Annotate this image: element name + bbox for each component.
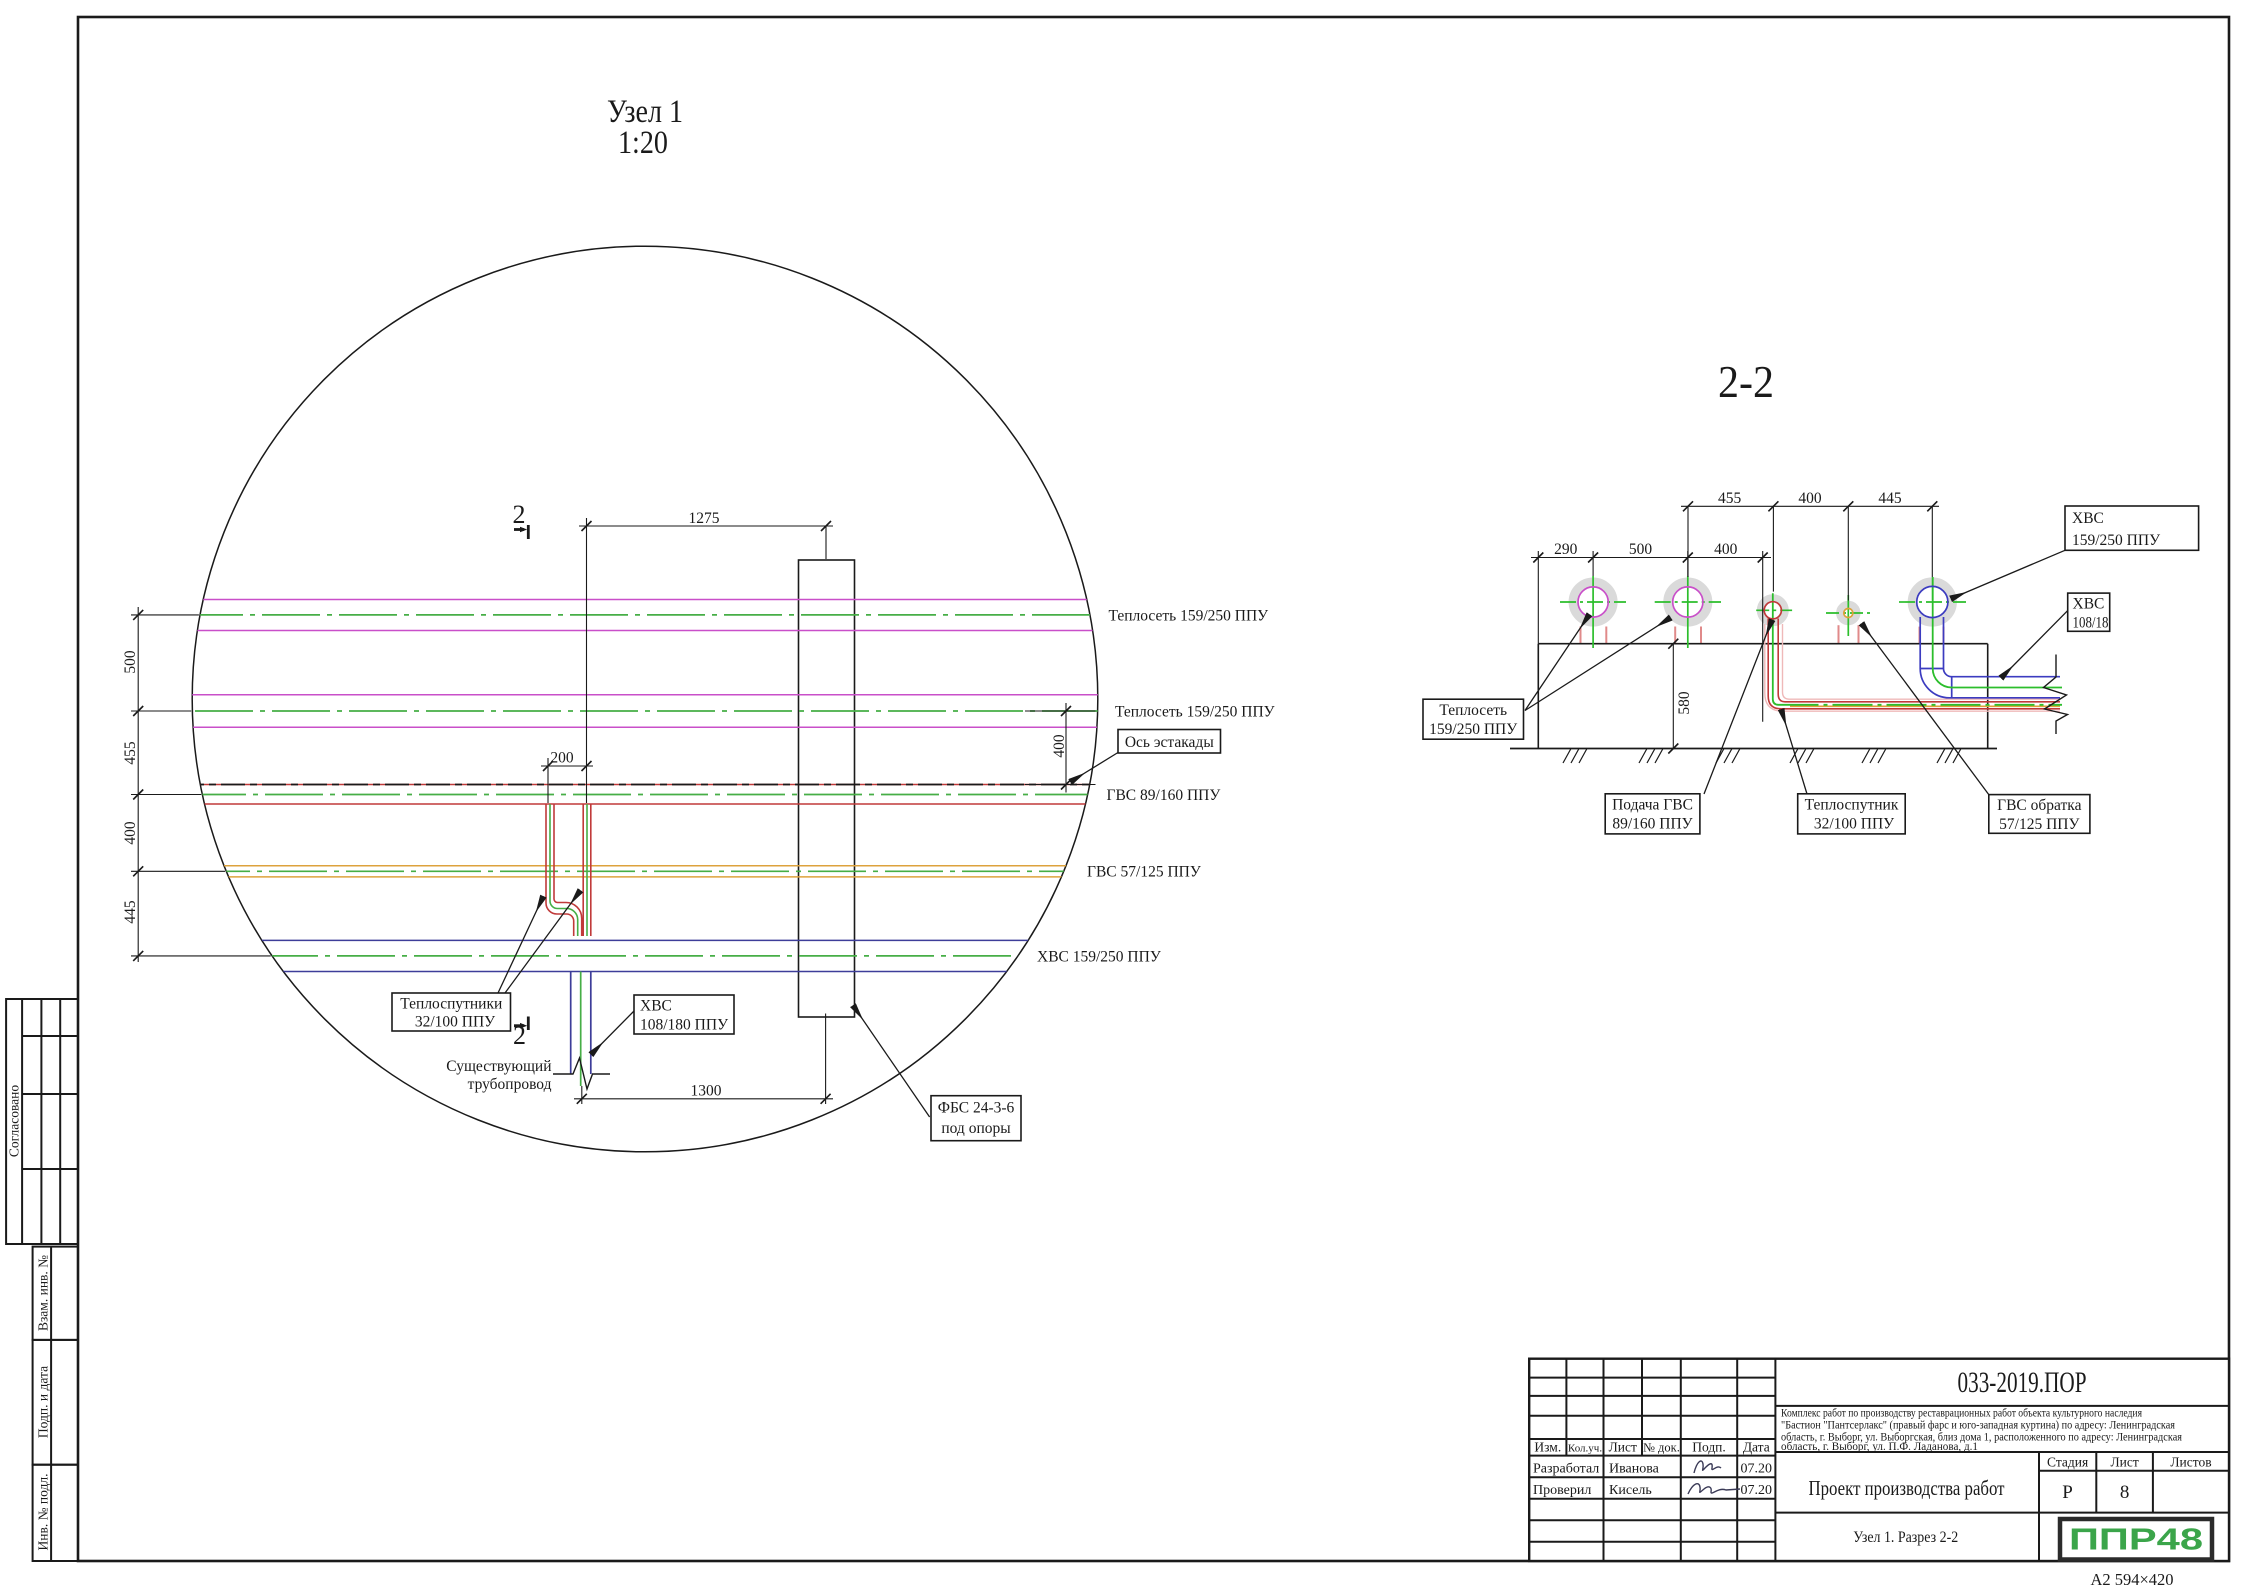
svg-text:Узел 1: Узел 1: [607, 94, 683, 130]
svg-text:033-2019.ПОР: 033-2019.ПОР: [1958, 1366, 2087, 1399]
svg-text:А2 594×420: А2 594×420: [2090, 1570, 2173, 1588]
svg-text:2: 2: [513, 500, 526, 529]
svg-text:область, г. Выборг, ул. Выборг: область, г. Выборг, ул. Выборгская, близ…: [1781, 1432, 2183, 1444]
svg-text:ХВС: ХВС: [2073, 596, 2105, 613]
svg-text:ХВС: ХВС: [640, 998, 672, 1015]
svg-text:ФБС 24-3-6: ФБС 24-3-6: [938, 1100, 1015, 1117]
svg-text:Иванова: Иванова: [1609, 1462, 1660, 1477]
svg-text:2: 2: [513, 1021, 526, 1050]
svg-text:Проверил: Проверил: [1533, 1483, 1591, 1498]
svg-text:89/160 ППУ: 89/160 ППУ: [1612, 815, 1692, 832]
svg-text:Кол.уч.: Кол.уч.: [1568, 1443, 1602, 1455]
svg-text:ХВС: ХВС: [2072, 510, 2104, 527]
svg-text:400: 400: [1798, 490, 1822, 507]
svg-text:ППР48: ППР48: [2069, 1522, 2203, 1557]
svg-text:Теплоспутники: Теплоспутники: [400, 996, 502, 1013]
svg-text:ГВС 57/125 ППУ: ГВС 57/125 ППУ: [1087, 864, 1201, 881]
svg-text:500: 500: [122, 650, 139, 674]
svg-text:ГВС 89/160 ППУ: ГВС 89/160 ППУ: [1107, 787, 1221, 804]
svg-text:500: 500: [1629, 541, 1653, 558]
svg-text:Теплосеть 159/250 ППУ: Теплосеть 159/250 ППУ: [1115, 703, 1275, 720]
svg-text:8: 8: [2120, 1482, 2130, 1503]
svg-text:Лист: Лист: [1609, 1440, 1637, 1455]
svg-text:57/125 ППУ: 57/125 ППУ: [1999, 816, 2079, 833]
svg-text:Теплоспутник: Теплоспутник: [1805, 796, 1899, 813]
svg-text:Инв. № подл.: Инв. № подл.: [36, 1474, 51, 1551]
svg-text:Теплосеть 159/250 ППУ: Теплосеть 159/250 ППУ: [1109, 607, 1269, 624]
svg-text:трубопровод: трубопровод: [468, 1076, 552, 1093]
svg-text:Подача ГВС: Подача ГВС: [1612, 796, 1693, 813]
svg-text:1275: 1275: [689, 510, 720, 527]
svg-text:200: 200: [550, 750, 574, 767]
svg-text:ГВС обратка: ГВС обратка: [1997, 797, 2081, 814]
svg-text:07.20: 07.20: [1741, 1483, 1773, 1498]
svg-text:455: 455: [1718, 490, 1742, 507]
svg-text:290: 290: [1554, 541, 1578, 558]
svg-text:32/100 ППУ: 32/100 ППУ: [1814, 815, 1894, 832]
svg-text:1300: 1300: [691, 1082, 722, 1099]
svg-text:Подп.: Подп.: [1692, 1440, 1726, 1455]
svg-text:159/250 ППУ: 159/250 ППУ: [2072, 532, 2160, 549]
svg-text:108/180 ППУ: 108/180 ППУ: [640, 1017, 728, 1034]
svg-text:400: 400: [1714, 541, 1738, 558]
svg-text:"Бастион "Пантсерлакс" (правый: "Бастион "Пантсерлакс" (правый фарс и юг…: [1781, 1420, 2176, 1432]
svg-text:Листов: Листов: [2170, 1454, 2211, 1469]
svg-text:580: 580: [1676, 691, 1693, 715]
svg-text:108/18: 108/18: [2073, 615, 2109, 632]
svg-text:445: 445: [122, 900, 139, 924]
svg-text:Ось эстакады: Ось эстакады: [1125, 734, 1214, 751]
svg-text:область, г. Выборг, ул. П.Ф. Л: область, г. Выборг, ул. П.Ф. Ладанова, д…: [1781, 1441, 1978, 1453]
svg-text:Комплекс работ по производству: Комплекс работ по производству реставрац…: [1781, 1408, 2143, 1420]
svg-text:Подп. и дата: Подп. и дата: [36, 1366, 51, 1438]
svg-text:Стадия: Стадия: [2047, 1454, 2088, 1469]
svg-text:Изм.: Изм.: [1534, 1440, 1561, 1455]
svg-text:Узел 1. Разрез 2-2: Узел 1. Разрез 2-2: [1853, 1529, 1958, 1546]
svg-text:Кисель: Кисель: [1609, 1483, 1652, 1498]
svg-text:№ док.: № док.: [1643, 1441, 1680, 1455]
svg-text:455: 455: [122, 741, 139, 765]
svg-text:1:20: 1:20: [618, 125, 668, 161]
svg-text:Р: Р: [2062, 1482, 2073, 1503]
svg-text:ХВС 159/250 ППУ: ХВС 159/250 ППУ: [1037, 948, 1161, 965]
svg-text:159/250 ППУ: 159/250 ППУ: [1429, 721, 1517, 738]
svg-text:445: 445: [1878, 490, 1902, 507]
svg-text:Лист: Лист: [2110, 1454, 2138, 1469]
svg-text:Дата: Дата: [1743, 1440, 1770, 1455]
svg-text:Разработал: Разработал: [1533, 1462, 1599, 1477]
svg-text:07.20: 07.20: [1741, 1462, 1773, 1477]
svg-text:Взам. инв. №: Взам. инв. №: [36, 1255, 51, 1331]
svg-text:32/100 ППУ: 32/100 ППУ: [415, 1014, 495, 1031]
svg-text:Согласовано: Согласовано: [7, 1085, 22, 1157]
svg-text:Проект производства работ: Проект производства работ: [1809, 1476, 2005, 1500]
svg-text:400: 400: [122, 821, 139, 845]
svg-text:Существующий: Существующий: [446, 1058, 551, 1075]
svg-text:под опоры: под опоры: [941, 1120, 1011, 1137]
svg-text:2-2: 2-2: [1718, 356, 1774, 407]
svg-text:400: 400: [1051, 734, 1068, 758]
svg-text:Теплосеть: Теплосеть: [1439, 702, 1507, 719]
